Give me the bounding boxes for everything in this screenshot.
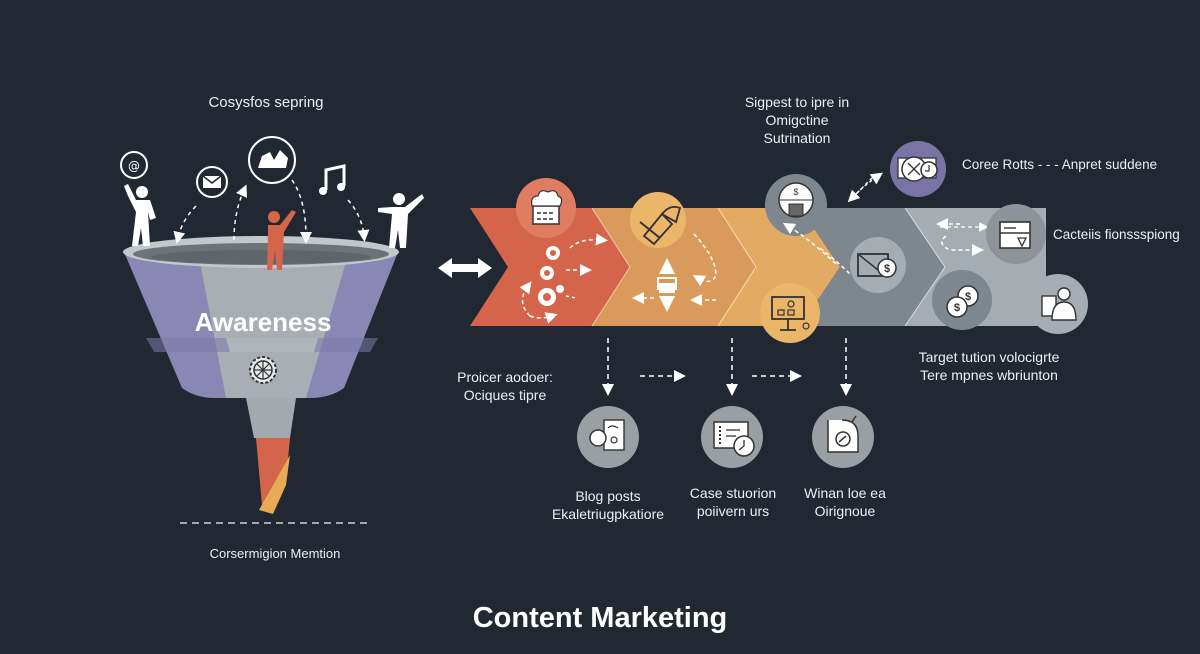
svg-text:$: $ <box>965 291 971 303</box>
svg-text:$: $ <box>954 302 960 314</box>
calendar-cloud-icon <box>516 178 576 238</box>
svg-text:@: @ <box>128 159 140 173</box>
presentation-board-icon <box>760 283 820 343</box>
email-icon <box>196 166 228 198</box>
chat-label: Coree Rotts - - - Anpret suddene <box>962 157 1158 172</box>
pipeline-top-label: Sigpest to ipre in Omigctine Sutrination <box>744 94 850 146</box>
person-left-icon <box>124 184 156 246</box>
output-label-webinar: Winan loe ea Oirignoue <box>804 485 886 519</box>
svg-text:$: $ <box>884 263 890 275</box>
form-download-icon <box>986 204 1046 264</box>
output-label-blog-posts: Blog posts Ekaletriugpkatiore <box>551 488 665 522</box>
svg-text:$: $ <box>793 187 798 197</box>
coins-icon: $ $ <box>932 270 992 330</box>
person-card-icon <box>1028 274 1088 334</box>
tools-icon <box>630 192 686 248</box>
output-label-case-study: Case stuorion poiivern urs <box>689 485 777 519</box>
gear-icons <box>538 246 564 306</box>
person-center-icon <box>267 210 296 270</box>
outputs-left-label: Proicer aodoer: Ociques tipre <box>457 369 553 403</box>
case-study-icon <box>701 406 763 468</box>
funnel <box>123 236 399 524</box>
funnel-bottom-label: Corsermigion Memtion <box>209 546 341 561</box>
funnel-top-icons: @ <box>120 136 370 244</box>
wheel-icon <box>249 356 277 384</box>
blog-posts-icon <box>577 406 639 468</box>
webinar-icon <box>812 406 874 468</box>
workflow-icon <box>657 258 677 312</box>
music-note-icon <box>319 164 346 195</box>
info-circle-icon <box>120 151 148 179</box>
chat-clock-icon <box>890 141 946 197</box>
funnel-top-label: Cosysfos sepring <box>208 94 324 111</box>
right-label-1: Cacteiis fionssspiong <box>1053 227 1180 242</box>
double-arrow-icon <box>438 258 492 278</box>
person-right-icon <box>378 193 424 248</box>
money-envelope-icon: $ <box>850 237 906 293</box>
money-team-icon: $ <box>765 174 827 236</box>
hands-icon <box>248 136 296 184</box>
funnel-stage-label: Awareness <box>194 307 332 337</box>
right-label-2: Target tution volocigrte Tere mpnes wbri… <box>918 349 1060 383</box>
page-title: Content Marketing <box>472 602 728 634</box>
